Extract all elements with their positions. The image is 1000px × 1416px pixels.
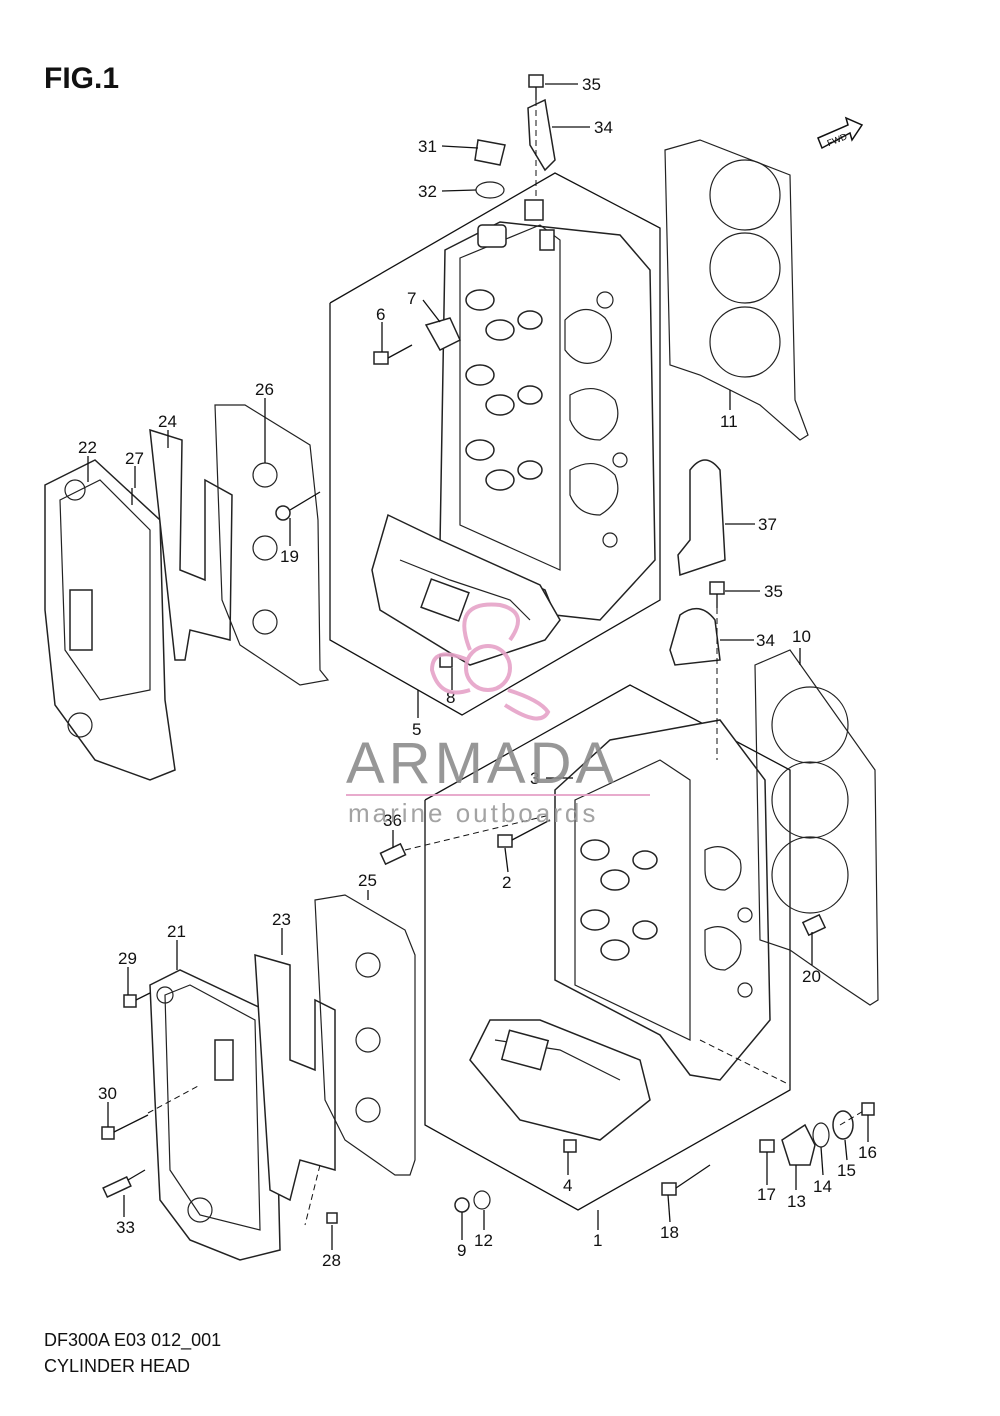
callout-9: 9 [457, 1241, 466, 1260]
upper-cylinder-head [371, 199, 656, 666]
callout-1: 1 [593, 1231, 602, 1250]
callout-31: 31 [418, 137, 437, 156]
callout-2: 2 [502, 873, 511, 892]
callout-23: 23 [272, 910, 291, 929]
callout-37: 37 [758, 515, 777, 534]
callout-34: 34 [594, 118, 613, 137]
callout-4: 4 [563, 1176, 572, 1195]
callout-35: 35 [582, 75, 601, 94]
callout-8: 8 [446, 688, 455, 707]
callout-30: 30 [98, 1084, 117, 1103]
lower-assembly-frame [424, 684, 791, 1211]
assembly-guide-lines [147, 100, 866, 1226]
watermark-propeller-logo [429, 602, 551, 721]
callout-leaders [87, 83, 869, 1250]
callout-7: 7 [407, 289, 416, 308]
lower-cylinder-head [469, 719, 771, 1141]
callout-19: 19 [280, 547, 299, 566]
callout-6: 6 [376, 305, 385, 324]
callout-10: 10 [792, 627, 811, 646]
callout-25: 25 [358, 871, 377, 890]
callout-35b: 35 [764, 582, 783, 601]
callout-36: 36 [383, 811, 402, 830]
upper-cover-baffle-plate [149, 428, 233, 661]
callout-13: 13 [787, 1192, 806, 1211]
lifting-bracket-37 [677, 459, 726, 577]
lower-cam-cover [149, 969, 281, 1261]
lower-cam-cover-gasket [314, 894, 416, 1176]
lower-head-gasket [754, 649, 879, 1006]
watermark-tagline: marine outboards [348, 798, 598, 828]
figure-caption: CYLINDER HEAD [44, 1356, 191, 1376]
callout-26: 26 [255, 380, 274, 399]
callout-34b: 34 [756, 631, 775, 650]
callout-14: 14 [813, 1177, 832, 1196]
callout-18: 18 [660, 1223, 679, 1242]
upper-assembly-frame [329, 172, 661, 716]
callout-11: 11 [720, 412, 738, 431]
callout-24: 24 [158, 412, 177, 431]
watermark-brand: ARMADA [346, 731, 618, 796]
fwd-arrow-icon: FWD [817, 116, 864, 150]
callout-28: 28 [322, 1251, 341, 1270]
callout-33: 33 [116, 1218, 135, 1237]
small-parts [101, 74, 875, 1224]
figure-code: DF300A E03 012_001 [44, 1330, 222, 1350]
callout-29: 29 [118, 949, 137, 968]
upper-cam-cover [44, 459, 176, 781]
callout-numbers: 35 34 31 32 6 7 8 5 11 37 35 34 10 26 24… [78, 75, 877, 1270]
callout-17: 17 [757, 1185, 776, 1204]
callout-20: 20 [802, 967, 821, 986]
callout-15: 15 [837, 1161, 856, 1180]
callout-5: 5 [412, 720, 421, 739]
callout-3: 3 [530, 769, 539, 788]
lower-cover-baffle-plate [254, 953, 336, 1202]
armada-watermark: ARMADA marine outboards [346, 602, 650, 828]
callout-32: 32 [418, 182, 437, 201]
callout-22: 22 [78, 438, 97, 457]
upper-lifting-bracket [527, 98, 556, 172]
callout-12: 12 [474, 1231, 493, 1250]
figure-title: FIG.1 [44, 62, 120, 95]
lower-lifting-bracket [669, 607, 721, 666]
upper-head-gasket [664, 139, 809, 441]
callout-27: 27 [125, 449, 144, 468]
callout-21: 21 [167, 922, 186, 941]
callout-16: 16 [858, 1143, 877, 1162]
